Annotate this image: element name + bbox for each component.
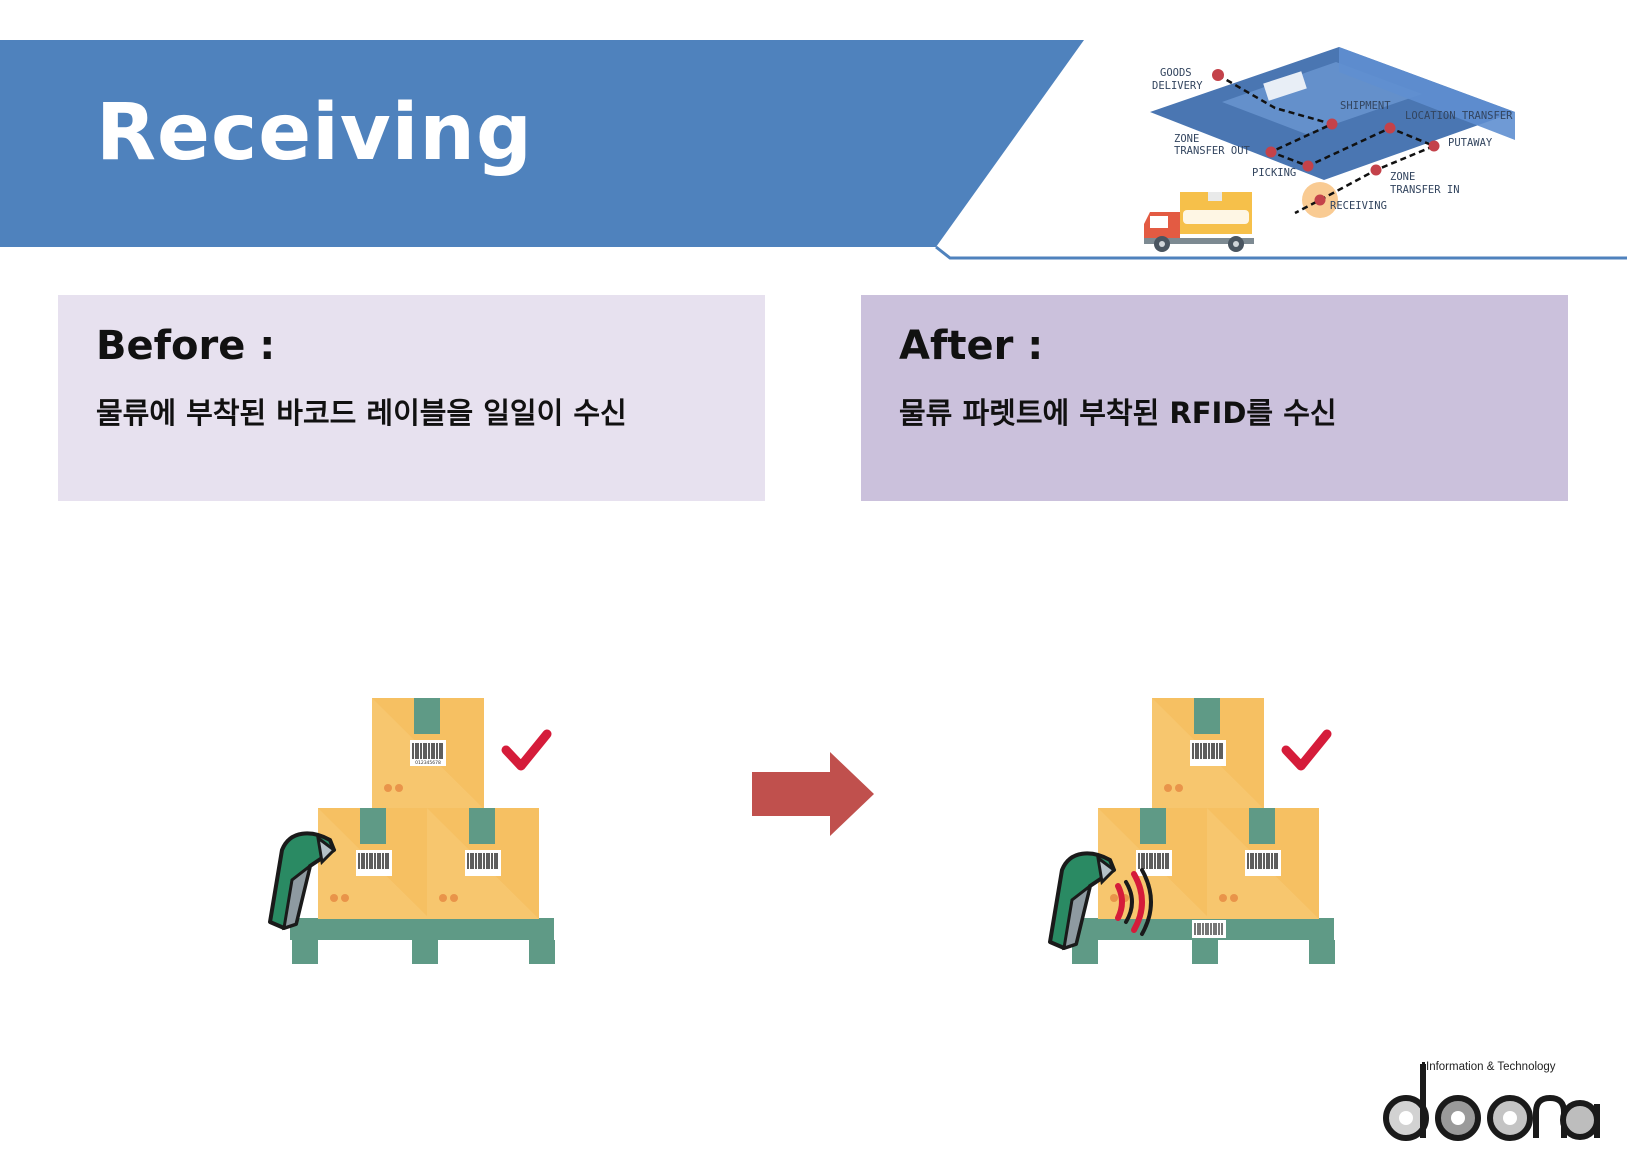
- banner-shape: [0, 40, 1084, 247]
- node-zone-transfer-in: [1370, 164, 1382, 176]
- rfid-scanner-icon: [1048, 851, 1117, 951]
- header-banner: [0, 40, 1627, 260]
- check-icon: [501, 729, 552, 771]
- barcode-number: 012345678: [415, 760, 441, 766]
- box-right: [1207, 808, 1319, 919]
- warehouse-wall: [1339, 47, 1515, 140]
- page-title: Receiving: [96, 88, 533, 178]
- barcode-scanner-icon: [268, 831, 337, 931]
- warehouse-door: [1263, 71, 1307, 101]
- node-putaway: [1428, 140, 1440, 152]
- box-left: [318, 808, 430, 919]
- after-text: 물류 파렛트에 부착된 RFID를 수신: [899, 396, 1337, 430]
- node-shipment: [1326, 118, 1338, 130]
- rfid-scanning-illustration: [1048, 698, 1335, 964]
- arrow-right-icon: [752, 752, 874, 836]
- before-text: 물류에 부착된 바코드 레이블을 일일이 수신: [96, 396, 627, 430]
- logo-tagline: Information & Technology: [1426, 1061, 1556, 1073]
- warehouse-process-map: GOODS DELIVERY SHIPMENT LOCATION TRANSFE…: [1144, 47, 1515, 252]
- label-receiving: RECEIVING: [1330, 200, 1387, 212]
- label-picking: PICKING: [1252, 167, 1296, 179]
- box-left: [1098, 808, 1210, 919]
- label-location-transfer: LOCATION TRANSFER: [1405, 110, 1513, 122]
- before-heading: Before :: [96, 323, 276, 369]
- doona-logo: [1383, 1062, 1600, 1141]
- label-putaway: PUTAWAY: [1448, 137, 1493, 149]
- node-receiving: [1314, 194, 1326, 206]
- after-heading: After :: [899, 323, 1044, 369]
- label-zone-in-1: ZONE: [1390, 171, 1415, 183]
- pallet: [1070, 918, 1335, 964]
- box-right: [427, 808, 539, 919]
- route-lines: [1217, 73, 1438, 215]
- label-goods-delivery-1: GOODS: [1160, 67, 1192, 79]
- label-zone-out-2: TRANSFER OUT: [1174, 145, 1251, 157]
- rfid-tag: [1192, 920, 1226, 938]
- label-shipment: SHIPMENT: [1340, 100, 1391, 112]
- check-icon: [1281, 729, 1332, 771]
- box-top: [1152, 698, 1264, 809]
- node-picking: [1302, 160, 1314, 172]
- node-zone-transfer-out: [1265, 146, 1277, 158]
- node-location-transfer: [1384, 122, 1396, 134]
- node-goods-delivery: [1212, 69, 1224, 81]
- after-card: After : 물류 파렛트에 부착된 RFID를 수신: [861, 295, 1568, 501]
- label-zone-out-1: ZONE: [1174, 133, 1199, 145]
- radio-waves-icon: [1115, 868, 1153, 936]
- banner-underline: [935, 245, 1627, 260]
- before-card: Before : 물류에 부착된 바코드 레이블을 일일이 수신: [58, 295, 765, 501]
- box-top: 012345678: [372, 698, 484, 809]
- delivery-truck-icon: [1144, 192, 1254, 252]
- label-zone-in-2: TRANSFER IN: [1390, 184, 1460, 196]
- barcode-scanning-illustration: 012345678: [268, 698, 555, 964]
- pallet: [290, 918, 555, 964]
- label-goods-delivery-2: DELIVERY: [1152, 80, 1203, 92]
